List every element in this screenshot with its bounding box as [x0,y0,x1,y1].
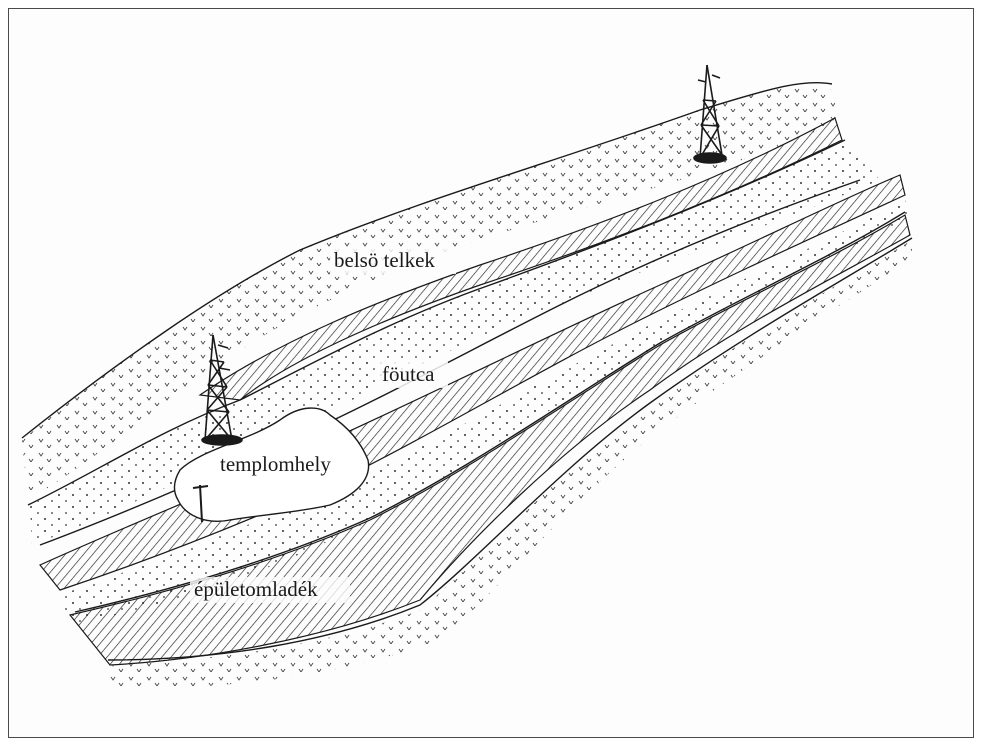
label-building-rubble: épületomladék [194,577,318,601]
label-main-street: föutca [382,362,435,386]
label-inner-plots: belsö telkek [334,248,435,272]
label-church-site: templomhely [220,452,331,476]
